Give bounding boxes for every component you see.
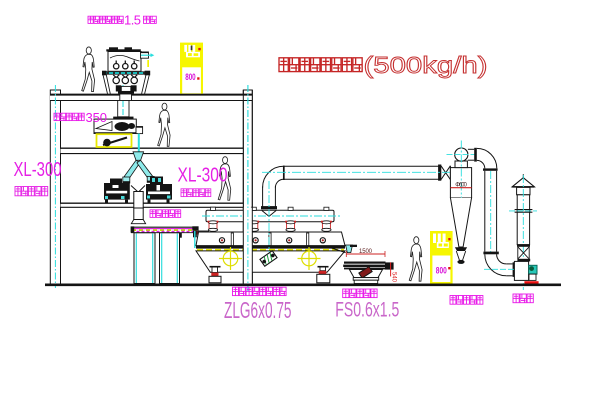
svg-text:350: 350 xyxy=(86,110,108,125)
svg-text:800: 800 xyxy=(185,72,196,82)
svg-text:ZLG6x0.75: ZLG6x0.75 xyxy=(224,297,292,323)
svg-text:1500: 1500 xyxy=(359,249,373,255)
svg-text:540: 540 xyxy=(391,272,397,283)
svg-text:XL-300: XL-300 xyxy=(178,165,228,187)
svg-text:1.5: 1.5 xyxy=(124,13,141,28)
svg-text:FS0.6x1.5: FS0.6x1.5 xyxy=(335,299,399,322)
svg-text:Φ600: Φ600 xyxy=(455,183,467,189)
svg-text:(500kg/h): (500kg/h) xyxy=(364,52,488,78)
svg-text:XL-300: XL-300 xyxy=(14,159,62,181)
svg-text:800: 800 xyxy=(436,266,447,276)
